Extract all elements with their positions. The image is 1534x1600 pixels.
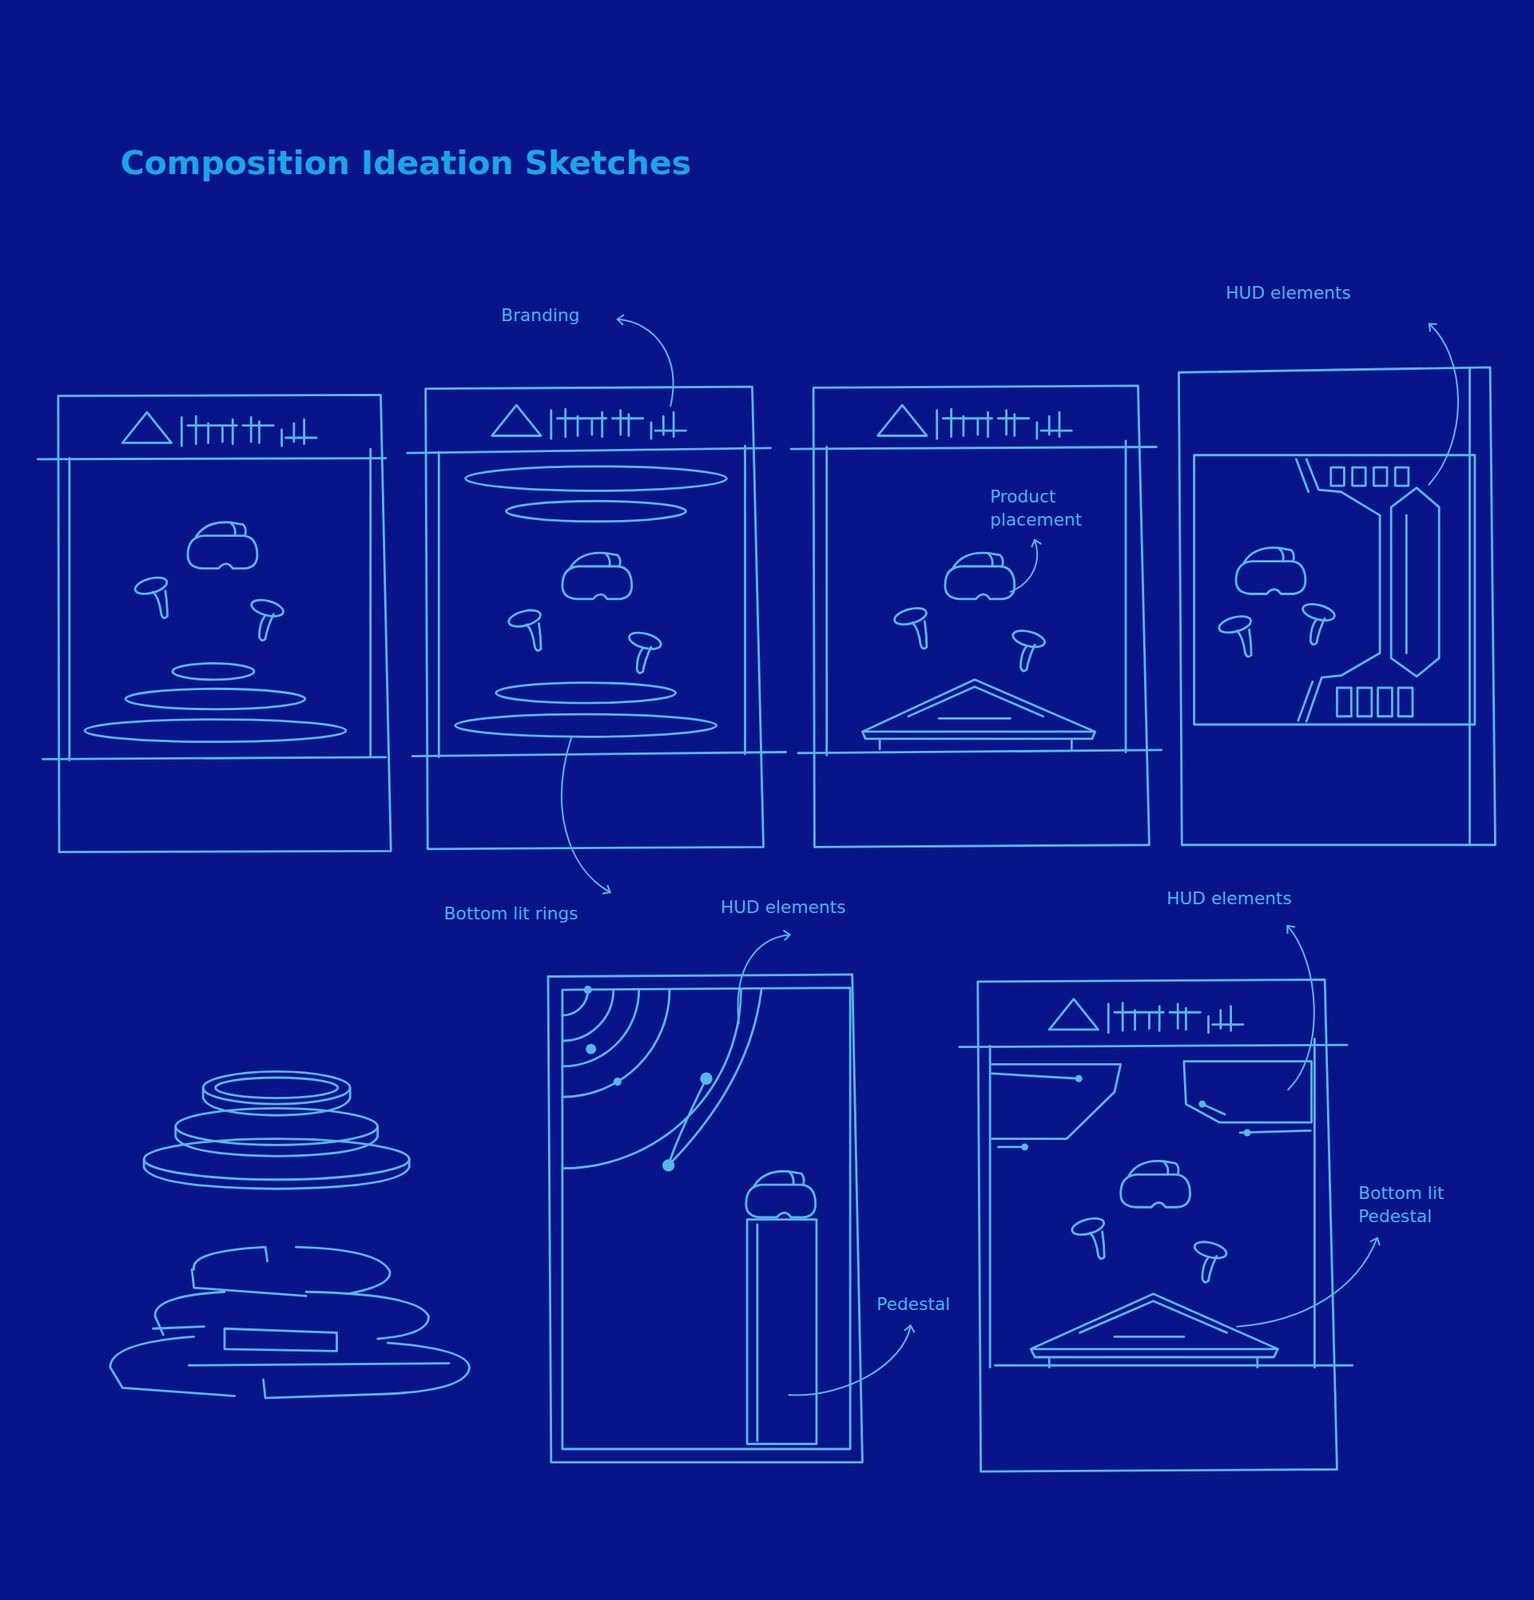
callout-label: Product placement [989, 484, 1115, 533]
callout-label: Bottom lit rings [444, 902, 579, 926]
callout-label: HUD elements [1166, 886, 1292, 911]
callout-label: HUD elements [1225, 282, 1352, 306]
callout-label: Branding [500, 304, 580, 328]
page-title: Composition Ideation Sketches [120, 143, 692, 184]
callout-label: Pedestal [876, 1293, 950, 1317]
callout-label: Bottom lit Pedestal [1358, 1181, 1479, 1229]
callout-label: HUD elements [720, 896, 847, 920]
